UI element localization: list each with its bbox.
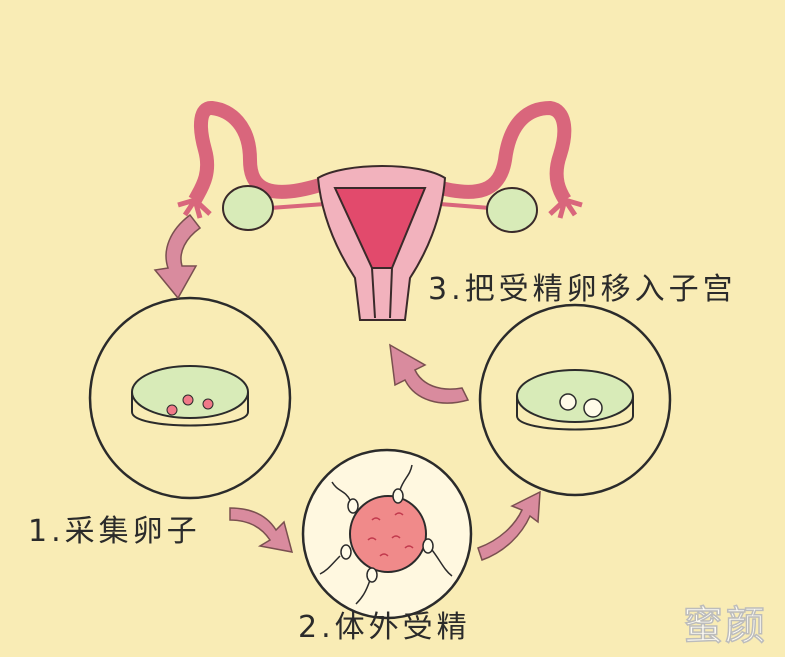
watermark-logo: 蜜颜 <box>682 602 767 650</box>
egg <box>166 404 178 416</box>
sperm <box>366 567 378 583</box>
arrow-dish-to-fertilization <box>229 507 294 553</box>
petri-dish-2 <box>516 369 634 423</box>
sperm <box>347 498 359 514</box>
right-ovary <box>486 187 538 233</box>
arrow-ovary-to-dish <box>153 213 202 300</box>
process-arrows <box>153 213 541 561</box>
right-fallopian-tube <box>427 100 572 204</box>
petri-dish-1 <box>131 365 249 419</box>
step-3-label: 3.把受精卵移入子宫 <box>428 272 737 307</box>
fertilized-egg <box>583 398 603 418</box>
embryo <box>349 495 427 573</box>
left-fallopian-tube <box>188 101 323 204</box>
arrow-dish-to-uterus <box>389 343 470 404</box>
arrow-fertilization-to-dish <box>477 490 541 561</box>
sperm <box>422 538 434 554</box>
egg <box>202 398 214 410</box>
egg-collection-circle <box>88 296 292 500</box>
sperm <box>392 488 404 504</box>
embryo-dish-circle <box>478 303 672 497</box>
step-1-label: 1.采集卵子 <box>28 514 201 549</box>
sperm <box>340 544 352 560</box>
step-2-label: 2.体外受精 <box>298 610 471 645</box>
uterus-illustration <box>177 100 583 321</box>
left-ovary <box>222 185 274 231</box>
egg <box>182 394 194 406</box>
fertilized-egg <box>559 393 577 411</box>
fertilization-circle <box>301 448 473 620</box>
